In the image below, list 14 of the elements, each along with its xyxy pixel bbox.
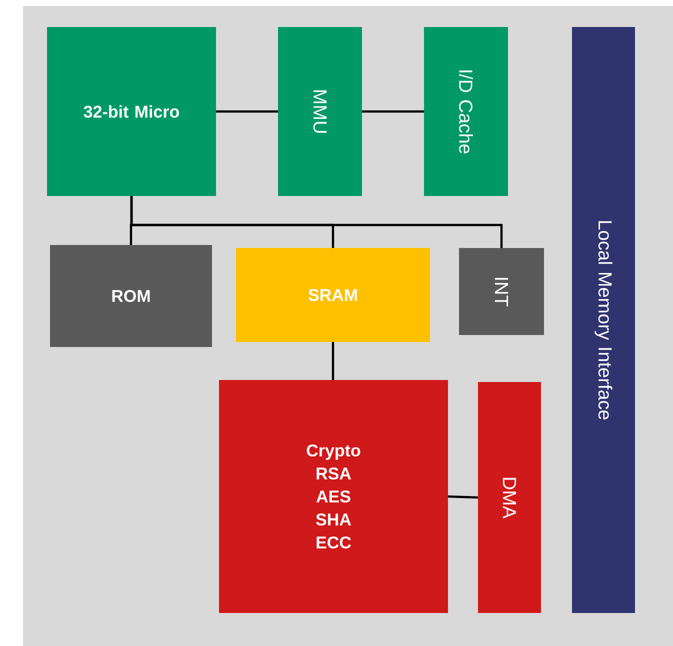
connector-line xyxy=(332,342,334,380)
mmu-block: MMU xyxy=(278,27,362,196)
memory-block: ROM xyxy=(50,245,212,347)
dma-block: DMA xyxy=(478,382,541,613)
interrupt-block: INT xyxy=(459,248,544,335)
processor-block: 32-bit Micro xyxy=(47,27,216,196)
interface-bar: Local Memory Interface xyxy=(572,27,635,613)
memory-block: SRAM xyxy=(236,248,430,342)
connector-line xyxy=(216,110,278,113)
connector-line xyxy=(448,495,478,499)
connector-line xyxy=(130,196,503,248)
crypto-block: Crypto RSA AES SHA ECC xyxy=(219,380,448,613)
cache-block: I/D Cache xyxy=(424,27,508,196)
connector-line xyxy=(362,110,424,113)
